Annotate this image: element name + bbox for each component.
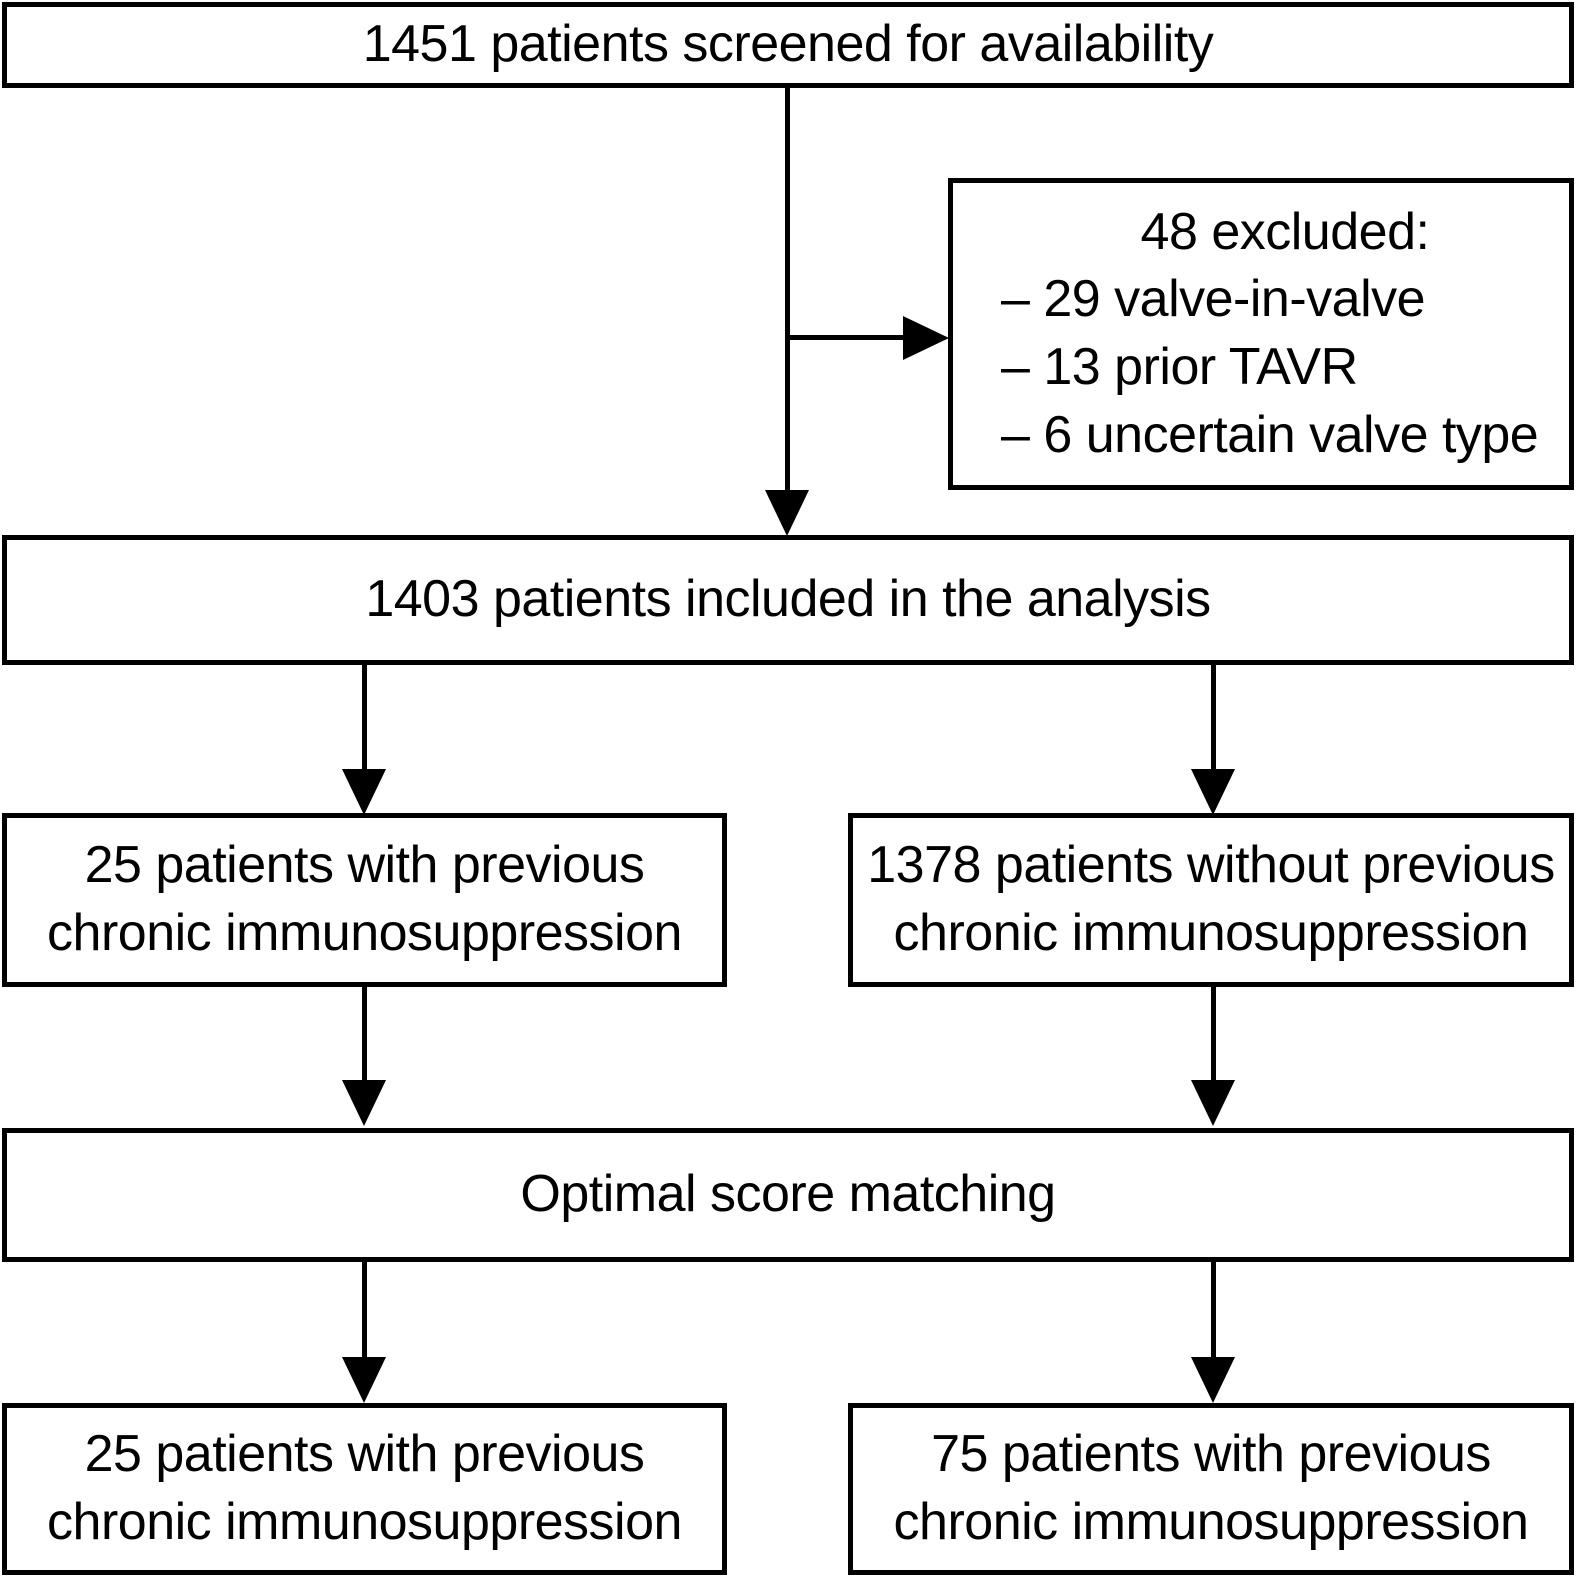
- node-excluded-item-prior-tavr: – 13 prior TAVR: [1001, 338, 1358, 396]
- arrow-down-icon-screened-to-included: [765, 490, 809, 536]
- node-immunosuppression-no: 1378 patients without previous chronic i…: [848, 813, 1574, 987]
- node-screened: 1451 patients screened for availability: [2, 2, 1574, 88]
- node-matched-yes: 25 patients with previous chronic immuno…: [2, 1403, 727, 1575]
- node-included-text: 1403 patients included in the analysis: [365, 570, 1211, 629]
- node-optimal-score-matching: Optimal score matching: [2, 1128, 1574, 1262]
- arrow-down-icon-included-to-immunosuppression-yes: [342, 769, 386, 815]
- arrow-down-icon-matching-to-matched-no: [1191, 1357, 1235, 1403]
- node-immunosuppression-no-line1: 1378 patients without previous: [867, 836, 1555, 895]
- node-immunosuppression-yes-line1: 25 patients with previous: [84, 836, 645, 895]
- node-matched-no-line2: chronic immunosuppression: [893, 1493, 1529, 1551]
- node-excluded-item-valve-in-valve: – 29 valve-in-valve: [1001, 270, 1426, 329]
- node-matched-yes-line1: 25 patients with previous: [84, 1425, 645, 1484]
- connector-included-to-immunosuppression-yes: [362, 665, 367, 775]
- node-excluded-header: 48 excluded:: [1140, 202, 1430, 261]
- node-immunosuppression-no-line2: chronic immunosuppression: [893, 904, 1529, 962]
- node-screened-text: 1451 patients screened for availability: [362, 15, 1214, 74]
- connector-immunosuppression-yes-to-matching: [362, 987, 367, 1082]
- node-included: 1403 patients included in the analysis: [2, 535, 1574, 665]
- node-matched-no: 75 patients with previous chronic immuno…: [848, 1403, 1574, 1575]
- connector-screened-trunk: [785, 88, 790, 498]
- connector-screened-to-excluded: [787, 335, 907, 340]
- node-matched-no-line1: 75 patients with previous: [931, 1425, 1491, 1484]
- arrow-down-icon-included-to-immunosuppression-no: [1191, 769, 1235, 815]
- node-immunosuppression-yes-line2: chronic immunosuppression: [47, 904, 682, 962]
- connector-matching-to-matched-yes: [362, 1262, 367, 1362]
- connector-matching-to-matched-no: [1211, 1262, 1216, 1362]
- node-optimal-score-matching-text: Optimal score matching: [520, 1165, 1056, 1224]
- node-excluded-item-uncertain-valve-type: – 6 uncertain valve type: [1001, 405, 1539, 464]
- arrow-down-icon-matching-to-matched-yes: [342, 1357, 386, 1403]
- arrow-down-icon-immunosuppression-yes-to-matching: [342, 1080, 386, 1126]
- node-excluded: 48 excluded: – 29 valve-in-valve – 13 pr…: [948, 178, 1574, 490]
- node-matched-yes-line2: chronic immunosuppression: [47, 1493, 682, 1551]
- arrow-down-icon-immunosuppression-no-to-matching: [1191, 1080, 1235, 1126]
- connector-immunosuppression-no-to-matching: [1211, 987, 1216, 1082]
- connector-included-to-immunosuppression-no: [1211, 665, 1216, 775]
- node-immunosuppression-yes: 25 patients with previous chronic immuno…: [2, 813, 727, 987]
- arrow-right-icon-to-excluded: [903, 316, 949, 360]
